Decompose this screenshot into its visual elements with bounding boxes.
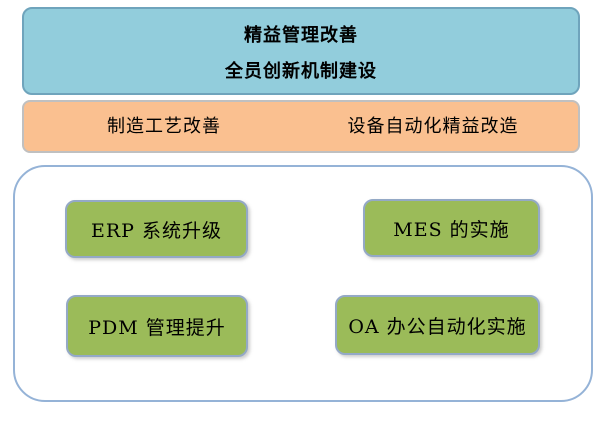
- mid-box-right-label: 设备自动化精益改造: [347, 115, 519, 137]
- mes-implementation-box: MES 的实施: [363, 199, 540, 257]
- pdm-management-box: PDM 管理提升: [66, 295, 248, 357]
- top-box-line2: 全员创新机制建设: [225, 61, 377, 82]
- oa-office-automation-box: OA 办公自动化实施: [335, 295, 540, 355]
- lean-management-box: 精益管理改善 全员创新机制建设: [22, 7, 580, 95]
- mid-box-left-label: 制造工艺改善: [107, 115, 221, 137]
- top-box-line1: 精益管理改善: [244, 25, 358, 46]
- process-improvement-box: 制造工艺改善 设备自动化精益改造: [22, 100, 580, 153]
- erp-system-upgrade-box: ERP 系统升级: [65, 200, 248, 258]
